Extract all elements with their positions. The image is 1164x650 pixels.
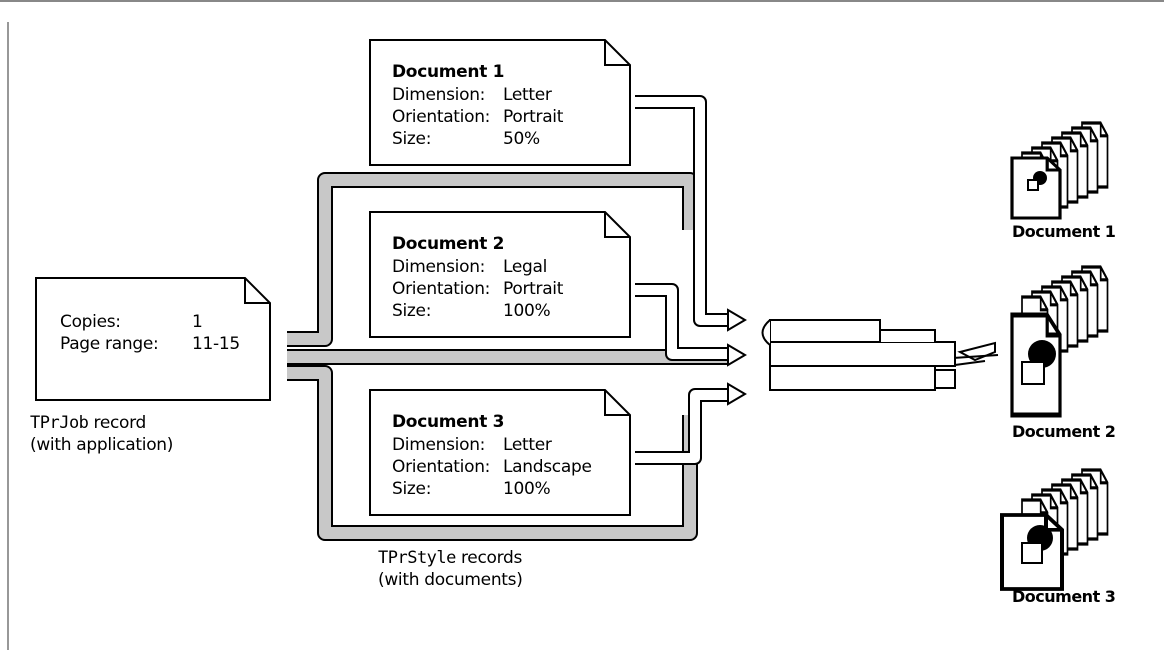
document-pipes	[635, 102, 730, 458]
doc2-dimension-label: Dimension:	[392, 256, 485, 278]
style-caption: TPrStyle records	[378, 547, 522, 569]
doc3-dimension-label: Dimension:	[392, 434, 485, 456]
job-range-value: 11-15	[192, 333, 240, 355]
doc3-orientation-label: Orientation:	[392, 456, 490, 478]
output-label-2: Document 2	[1012, 422, 1115, 441]
doc1-orientation-label: Orientation:	[392, 106, 490, 128]
style-caption-line2: (with documents)	[378, 569, 523, 591]
job-caption-rest: record	[88, 413, 146, 433]
doc1-dimension: Letter	[503, 84, 552, 106]
job-copies-value: 1	[192, 311, 203, 333]
output-label-1: Document 1	[1012, 222, 1115, 241]
doc1-title: Document 1	[392, 61, 504, 83]
job-copies-label: Copies:	[60, 311, 121, 333]
job-caption: TPrJob record	[30, 412, 146, 434]
doc2-orientation-label: Orientation:	[392, 278, 490, 300]
doc1-orientation: Portrait	[503, 106, 563, 128]
output-label-3: Document 3	[1012, 587, 1115, 606]
doc3-size-label: Size:	[392, 478, 431, 500]
doc3-size: 100%	[503, 478, 550, 500]
job-caption-code: TPrJob	[30, 413, 88, 433]
doc2-orientation: Portrait	[503, 278, 563, 300]
printer-icon	[763, 320, 999, 390]
doc3-dimension: Letter	[503, 434, 552, 456]
doc1-size-label: Size:	[392, 128, 431, 150]
style-caption-code: TPrStyle	[378, 548, 456, 568]
job-caption-line2: (with application)	[30, 434, 173, 456]
style-caption-rest: records	[456, 548, 522, 568]
doc2-size-label: Size:	[392, 300, 431, 322]
doc3-title: Document 3	[392, 411, 504, 433]
doc2-title: Document 2	[392, 233, 504, 255]
doc1-size: 50%	[503, 128, 540, 150]
doc2-dimension: Legal	[503, 256, 547, 278]
doc1-dimension-label: Dimension:	[392, 84, 485, 106]
output-stack-2	[1012, 267, 1108, 415]
pipe-arrowheads	[728, 310, 745, 404]
job-range-label: Page range:	[60, 333, 158, 355]
output-stack-3	[1002, 470, 1108, 589]
output-stack-1	[1012, 123, 1108, 218]
doc3-orientation: Landscape	[503, 456, 592, 478]
doc2-size: 100%	[503, 300, 550, 322]
